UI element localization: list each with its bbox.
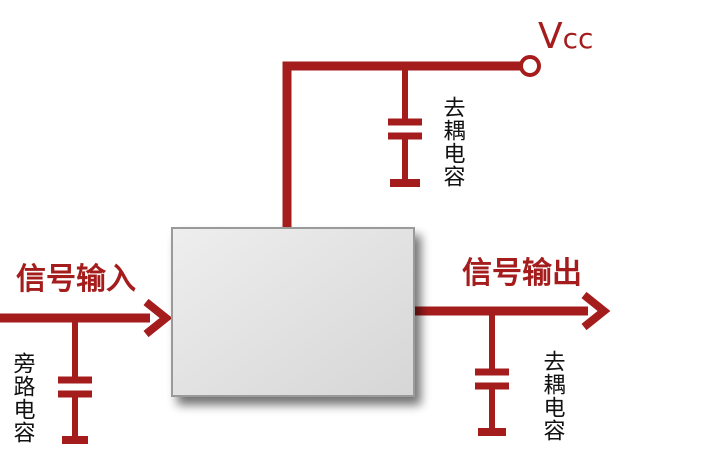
vcc-label: Vcc <box>538 16 593 57</box>
signal-output-wire <box>414 291 611 331</box>
signal-input-wire <box>0 298 173 338</box>
decoupling-cap-top-label: 去耦电容 <box>440 96 466 188</box>
vcc-sub-text: cc <box>563 22 594 55</box>
signal-input-label: 信号输入 <box>16 262 136 297</box>
bypass-cap-label: 旁路电容 <box>10 352 36 444</box>
decoupling-capacitor-top <box>388 66 422 187</box>
decoupling-capacitor-right <box>475 311 509 436</box>
vcc-main-text: V <box>538 16 563 57</box>
bypass-capacitor <box>58 318 92 444</box>
vcc-terminal <box>519 55 541 77</box>
ic-chip <box>171 227 415 397</box>
vcc-wire <box>282 61 520 230</box>
signal-output-label: 信号输出 <box>462 256 582 291</box>
decoupling-cap-right-label: 去耦电容 <box>540 350 566 442</box>
